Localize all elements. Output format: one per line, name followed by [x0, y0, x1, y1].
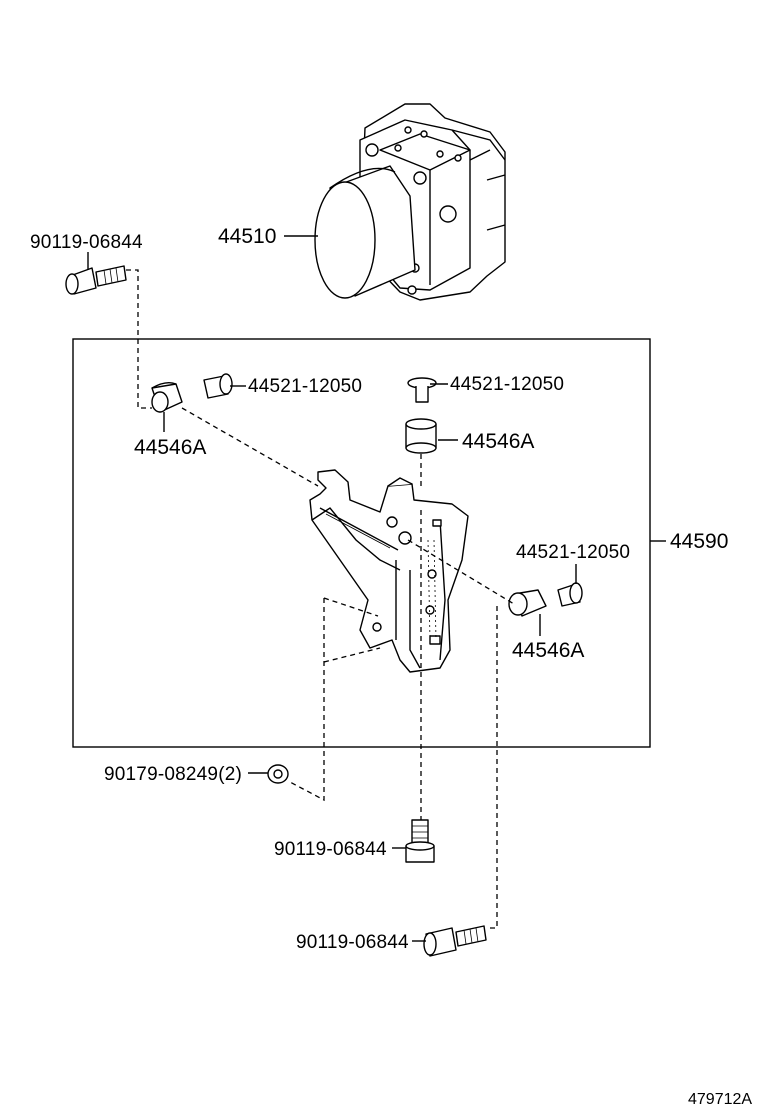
collar-left-drawing — [203, 373, 233, 399]
figure-id: 479712A — [688, 1091, 752, 1108]
bolt-top-left-drawing — [65, 265, 127, 295]
bracket-drawing — [309, 469, 469, 673]
bracket-group-frame — [72, 338, 651, 748]
grommet-top-drawing — [405, 418, 437, 454]
grommet-right-drawing — [508, 589, 547, 617]
assembly-dashed-lines — [126, 269, 515, 929]
label-bolt-bottom-center: 90119-06844 — [274, 839, 387, 860]
label-grommet-left: 44546A — [134, 436, 206, 459]
bolt-bottom-right-drawing — [423, 925, 487, 957]
abs-actuator-drawing — [314, 103, 506, 301]
leader-lines — [87, 235, 666, 942]
collar-right-drawing — [557, 582, 583, 607]
label-collar-top: 44521-12050 — [450, 374, 564, 395]
label-nut: 90179-08249(2) — [104, 764, 242, 785]
label-actuator: 44510 — [218, 225, 276, 248]
label-bracket-assembly: 44590 — [670, 530, 728, 553]
label-bolt-bottom-right: 90119-06844 — [296, 932, 409, 953]
label-grommet-top: 44546A — [462, 430, 534, 453]
label-collar-right: 44521-12050 — [516, 542, 630, 563]
bolt-bottom-center-drawing — [405, 819, 435, 863]
collar-top-drawing — [407, 377, 437, 403]
grommet-left-drawing — [151, 381, 183, 413]
label-bolt-top-left: 90119-06844 — [30, 232, 143, 253]
label-collar-left: 44521-12050 — [248, 376, 362, 397]
nut-drawing — [267, 764, 289, 784]
label-grommet-right: 44546A — [512, 639, 584, 662]
